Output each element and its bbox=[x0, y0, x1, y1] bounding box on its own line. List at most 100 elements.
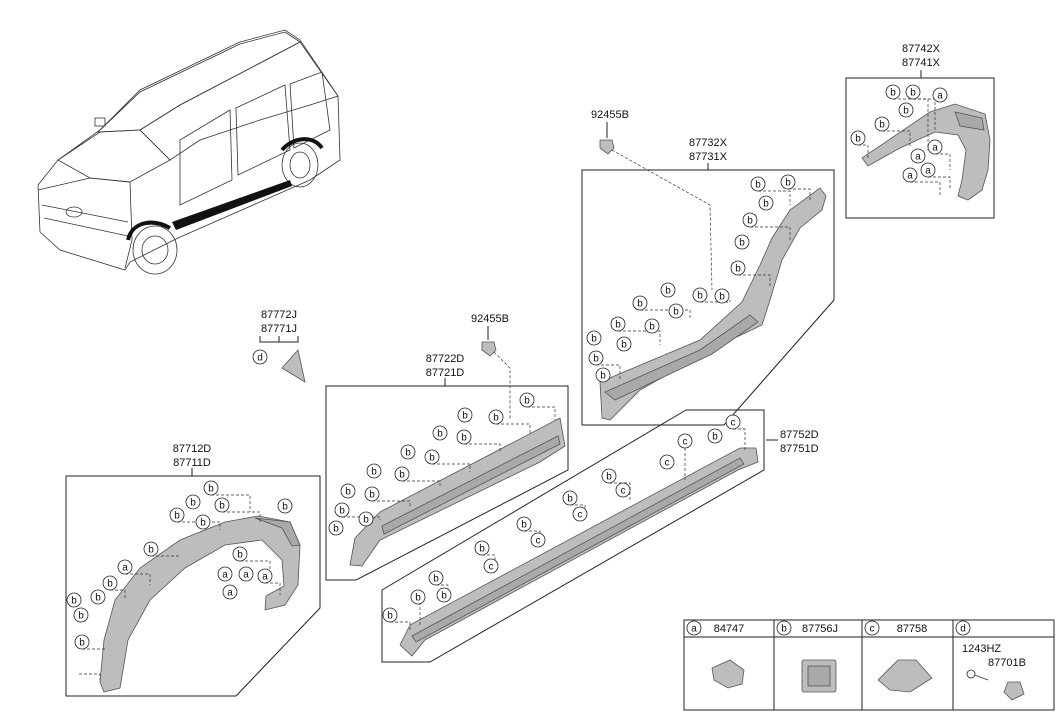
front-fender-molding[interactable] bbox=[99, 515, 301, 693]
callout-marker[interactable]: b bbox=[588, 350, 604, 366]
callout-marker[interactable]: a bbox=[932, 87, 948, 103]
callout-marker[interactable]: b bbox=[66, 592, 82, 608]
callout-marker[interactable]: b bbox=[474, 540, 490, 556]
callout-letter: b bbox=[433, 574, 439, 585]
callout-marker[interactable]: b bbox=[102, 575, 118, 591]
callout-marker[interactable]: b bbox=[428, 570, 444, 586]
callout-marker[interactable]: b bbox=[394, 466, 410, 482]
callout-marker[interactable]: b bbox=[143, 541, 159, 557]
callout-marker[interactable]: b bbox=[358, 511, 374, 527]
callout-marker[interactable]: b bbox=[432, 425, 448, 441]
callout-marker[interactable]: b bbox=[203, 480, 219, 496]
callout-marker[interactable]: b bbox=[73, 607, 89, 623]
callout-marker[interactable]: b bbox=[601, 468, 617, 484]
callout-marker[interactable]: b bbox=[519, 392, 535, 408]
callout-marker[interactable]: b bbox=[436, 587, 452, 603]
callout-marker[interactable]: b bbox=[169, 507, 185, 523]
callout-marker[interactable]: b bbox=[328, 520, 344, 536]
callout-marker[interactable]: b bbox=[750, 176, 766, 192]
callout-marker[interactable]: b bbox=[185, 494, 201, 510]
callout-circle bbox=[217, 566, 233, 582]
callout-marker[interactable]: b bbox=[660, 282, 676, 298]
callout-marker[interactable]: b bbox=[232, 546, 248, 562]
callout-circle bbox=[195, 514, 211, 530]
callout-marker[interactable]: b bbox=[364, 486, 380, 502]
callout-marker[interactable]: b bbox=[758, 195, 774, 211]
callout-marker[interactable]: b bbox=[74, 634, 90, 650]
callout-marker[interactable]: b bbox=[692, 287, 708, 303]
callout-marker[interactable]: b bbox=[616, 336, 632, 352]
legend-part-number: 87756J bbox=[802, 623, 838, 635]
callout-marker[interactable]: d bbox=[252, 349, 268, 365]
callout-marker[interactable]: c bbox=[530, 532, 546, 548]
callout-marker[interactable]: b bbox=[610, 316, 626, 332]
callout-marker[interactable]: b bbox=[586, 330, 602, 346]
callout-marker[interactable]: b bbox=[340, 483, 356, 499]
callout-marker[interactable]: c bbox=[615, 482, 631, 498]
callout-marker[interactable]: c bbox=[725, 414, 741, 430]
callout-letter: b bbox=[415, 593, 421, 604]
callout-marker[interactable]: c bbox=[677, 433, 693, 449]
callout-marker[interactable]: b bbox=[632, 295, 648, 311]
callout-marker[interactable]: b bbox=[874, 116, 890, 132]
callout-marker[interactable]: b bbox=[898, 102, 914, 118]
callout-marker[interactable]: a bbox=[222, 584, 238, 600]
callout-marker[interactable]: b bbox=[668, 303, 684, 319]
callout-marker[interactable]: b bbox=[734, 234, 750, 250]
callout-marker[interactable]: a bbox=[238, 566, 254, 582]
callout-marker[interactable]: c bbox=[572, 506, 588, 522]
callout-marker[interactable]: c bbox=[483, 558, 499, 574]
callout-circle bbox=[758, 195, 774, 211]
callout-marker[interactable]: b bbox=[195, 514, 211, 530]
callout-marker[interactable]: b bbox=[730, 260, 746, 276]
callout-marker[interactable]: c bbox=[659, 454, 675, 470]
leader-line bbox=[640, 309, 691, 320]
callout-marker[interactable]: a bbox=[217, 566, 233, 582]
callout-marker[interactable]: b bbox=[714, 288, 730, 304]
clip-icon[interactable] bbox=[599, 139, 615, 155]
leader-line bbox=[342, 516, 381, 520]
callout-marker[interactable]: b bbox=[562, 490, 578, 506]
callout-marker[interactable]: b bbox=[366, 463, 382, 479]
callout-marker[interactable]: b bbox=[742, 212, 758, 228]
callout-marker[interactable]: a bbox=[257, 568, 273, 584]
callout-marker[interactable]: b bbox=[277, 498, 293, 514]
callout-circle bbox=[277, 498, 293, 514]
legend-cell-d: d 1243HZ 87701B bbox=[955, 620, 1026, 701]
callout-marker[interactable]: b bbox=[707, 428, 723, 444]
callout-marker[interactable]: a bbox=[117, 559, 133, 575]
clip-icon[interactable] bbox=[481, 341, 497, 357]
rear-fender-molding[interactable] bbox=[861, 103, 991, 201]
callout-letter: b bbox=[606, 472, 612, 483]
callout-marker[interactable]: b bbox=[456, 429, 472, 445]
callout-marker[interactable]: b bbox=[488, 409, 504, 425]
callout-marker[interactable]: b bbox=[885, 84, 901, 100]
legend-letter: a bbox=[691, 624, 697, 635]
leader-line bbox=[750, 226, 791, 240]
callout-marker[interactable]: b bbox=[214, 497, 230, 513]
callout-marker[interactable]: b bbox=[382, 607, 398, 623]
callout-marker[interactable]: b bbox=[516, 516, 532, 532]
callout-marker[interactable]: b bbox=[644, 318, 660, 334]
callout-marker[interactable]: a bbox=[927, 139, 943, 155]
callout-circle bbox=[73, 607, 89, 623]
part-number: 87771J bbox=[261, 323, 297, 335]
callout-marker[interactable]: a bbox=[920, 162, 936, 178]
callout-marker[interactable]: b bbox=[90, 589, 106, 605]
part-number: 87772J bbox=[261, 309, 297, 321]
callout-marker[interactable]: b bbox=[595, 367, 611, 383]
callout-marker[interactable]: b bbox=[905, 84, 921, 100]
callout-marker[interactable]: b bbox=[400, 444, 416, 460]
callout-marker[interactable]: b bbox=[780, 174, 796, 190]
callout-circle bbox=[885, 84, 901, 100]
callout-marker[interactable]: a bbox=[902, 167, 918, 183]
rear-door-molding[interactable] bbox=[599, 187, 827, 421]
callout-marker[interactable]: b bbox=[410, 589, 426, 605]
callout-marker[interactable]: b bbox=[334, 502, 350, 518]
callout-marker[interactable]: b bbox=[424, 449, 440, 465]
callout-marker[interactable]: a bbox=[910, 148, 926, 164]
garnish-part[interactable] bbox=[281, 349, 306, 383]
callout-marker[interactable]: b bbox=[850, 130, 866, 146]
callout-marker[interactable]: b bbox=[457, 407, 473, 423]
callout-circle bbox=[588, 350, 604, 366]
